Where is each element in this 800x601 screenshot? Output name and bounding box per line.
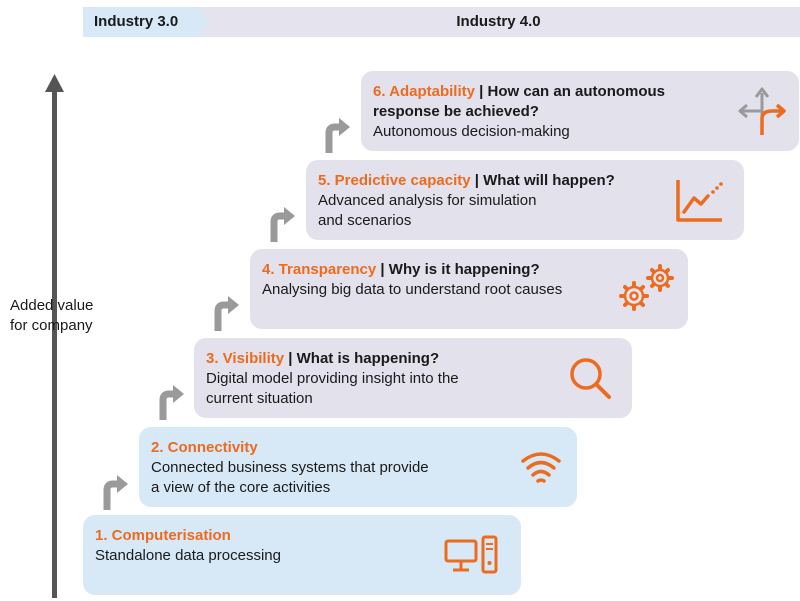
step-title: 5. Predictive capacity (318, 172, 471, 189)
industry-3-label: Industry 3.0 (94, 13, 179, 30)
step-up-arrow (325, 118, 350, 153)
step-up-arrow (270, 207, 295, 242)
step-description: Autonomous decision-making (373, 123, 570, 140)
step-connectivity: 2. Connectivity Connected business syste… (139, 427, 577, 507)
step-description: Analysing big data to understand root ca… (262, 281, 563, 298)
step-predictive-capacity: 5. Predictive capacity | What will happe… (306, 160, 744, 240)
gears-icon (619, 264, 674, 311)
step-question: What will happen? (483, 172, 615, 189)
step-visibility: 3. Visibility | What is happening? Digit… (194, 338, 632, 418)
step-title: 6. Adaptability (373, 83, 475, 100)
step-text: 5. Predictive capacity | What will happe… (318, 171, 615, 231)
step-text: 3. Visibility | What is happening? Digit… (206, 349, 459, 409)
step-question: Why is it happening? (388, 261, 540, 278)
step-description: Standalone data processing (95, 547, 281, 564)
step-text: 2. Connectivity Connected business syste… (151, 438, 429, 498)
industry-3-banner: Industry 3.0 (83, 7, 213, 37)
fork-arrows-icon (738, 87, 786, 135)
step-adaptability: 6. Adaptability | How can an autonomous … (361, 71, 799, 151)
magnifier-icon (570, 358, 611, 399)
step-computerisation: 1. Computerisation Standalone data proce… (83, 515, 521, 595)
step-text: 4. Transparency | Why is it happening? A… (262, 260, 562, 300)
step-text: 6. Adaptability | How can an autonomous … (373, 82, 665, 142)
step-up-arrow (103, 475, 128, 510)
step-question: How can an autonomous (487, 83, 666, 100)
step-description: Connected business systems that provide … (151, 459, 429, 496)
wifi-icon (521, 452, 561, 483)
value-axis-arrow (45, 74, 64, 598)
step-question: What is happening? (296, 350, 440, 367)
step-title: 1. Computerisation (95, 527, 231, 544)
computer-icon (444, 535, 498, 574)
industry-4-banner: Industry 4.0 (197, 7, 800, 37)
industry-4-chevron-shape (197, 7, 800, 37)
step-separator: | (479, 83, 484, 100)
value-axis-label: Added value for company (10, 297, 94, 334)
step-separator: | (474, 172, 479, 189)
step-text: 1. Computerisation Standalone data proce… (95, 526, 281, 566)
step-question-continued: response be achieved? (373, 103, 539, 120)
step-up-arrow (214, 296, 239, 331)
industry-4-label: Industry 4.0 (456, 13, 541, 30)
step-title: 4. Transparency (262, 261, 377, 278)
step-description: Advanced analysis for simulation and sce… (318, 192, 537, 229)
step-transparency: 4. Transparency | Why is it happening? A… (250, 249, 688, 329)
step-separator: | (380, 261, 385, 278)
step-separator: | (288, 350, 293, 367)
step-title: 2. Connectivity (151, 439, 258, 456)
industry-3-chevron-shape (83, 7, 213, 37)
step-title: 3. Visibility (206, 350, 285, 367)
step-up-arrow (159, 385, 184, 420)
trend-chart-icon (676, 180, 723, 222)
step-description: Digital model providing insight into the… (206, 370, 459, 407)
